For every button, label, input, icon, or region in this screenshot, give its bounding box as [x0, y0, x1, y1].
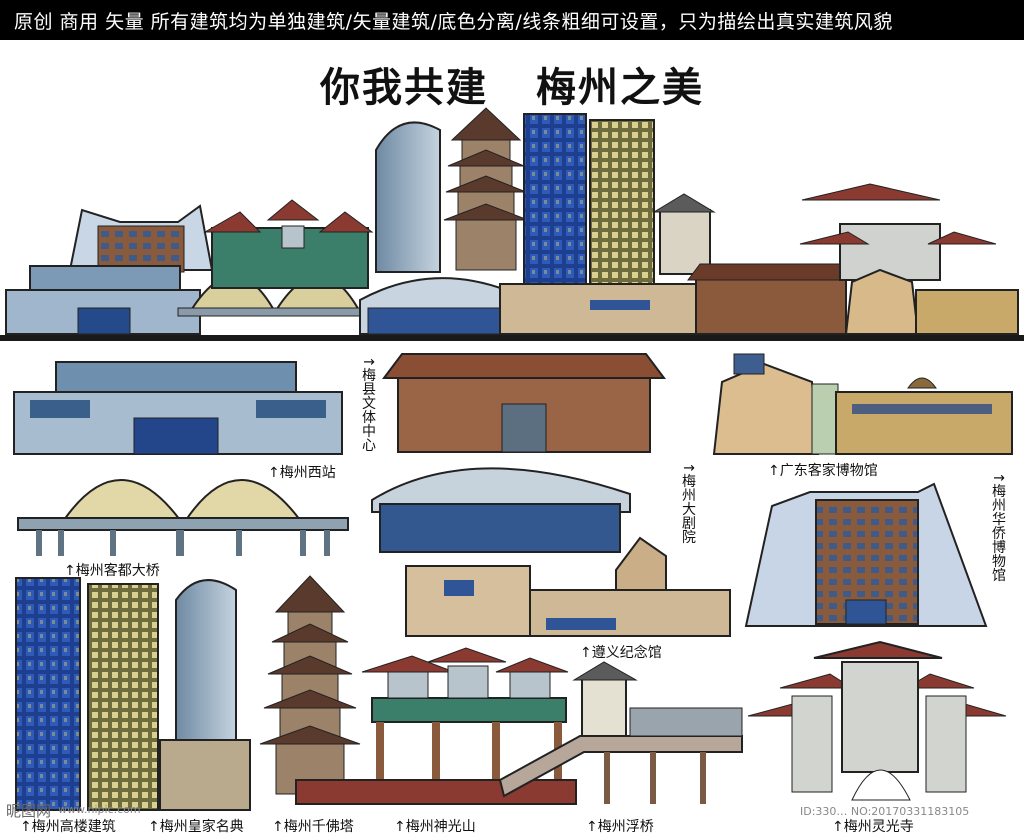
banner-text: 原创 商用 矢量 所有建筑均为单独建筑/矢量建筑/底色分离/线条粗细可设置，只为… — [14, 11, 893, 33]
grand-theater-drawing — [371, 467, 631, 553]
watermark-logo: 昵图网 — [6, 802, 52, 820]
title-part1: 你我共建 — [320, 65, 488, 111]
west-station-drawing — [13, 361, 343, 455]
huangjia-mingdian-drawing — [159, 579, 251, 811]
label-overseas-museum: ↑梅州华侨博物馆 — [990, 472, 1006, 582]
label-shenguang-mountain: ↑梅州神光山 — [394, 819, 476, 835]
qianfo-pagoda-drawing — [259, 575, 361, 795]
title-part2: 梅州之美 — [536, 65, 704, 111]
page-title: 你我共建 梅州之美 — [0, 55, 1024, 113]
lingguang-temple-drawing — [747, 640, 1007, 801]
label-lingguang-temple: ↑梅州灵光寺 — [832, 819, 914, 835]
label-kedu-bridge: ↑梅州客都大桥 — [64, 563, 160, 579]
top-banner: 原创 商用 矢量 所有建筑均为单独建筑/矢量建筑/底色分离/线条粗细可设置，只为… — [0, 0, 1024, 40]
label-hakka-museum: ↑广东客家博物馆 — [768, 463, 878, 479]
watermark-id: ID:330… NO:20170331183105 — [800, 805, 970, 818]
label-huangjia-mingdian: ↑梅州皇家名典 — [148, 819, 244, 835]
label-grand-theater: ↑梅州大剧院 — [680, 462, 696, 544]
label-wenti-center: ↑梅县文体中心 — [360, 356, 376, 452]
skyline-ground — [0, 335, 1024, 341]
skyline-group — [5, 107, 1019, 335]
hakka-museum-drawing — [712, 353, 1013, 455]
watermark-site: www.nipic.com — [58, 803, 141, 816]
label-west-station: ↑梅州西站 — [268, 465, 336, 481]
label-floating-bridge: ↑梅州浮桥 — [586, 819, 654, 835]
overseas-museum-drawing — [744, 482, 988, 627]
floating-bridge-drawing — [498, 661, 743, 804]
label-high-rise: ↑梅州高楼建筑 — [20, 819, 116, 835]
high-rise-drawing — [15, 577, 159, 811]
label-zunyi-memorial: ↑遵义纪念馆 — [580, 645, 662, 661]
shenguang-gate-drawing — [295, 647, 577, 805]
label-qianfo-pagoda: ↑梅州千佛塔 — [272, 819, 354, 835]
kedu-bridge-drawing — [17, 479, 349, 556]
zunyi-memorial-drawing — [405, 536, 731, 637]
wenti-center-drawing — [382, 353, 666, 453]
